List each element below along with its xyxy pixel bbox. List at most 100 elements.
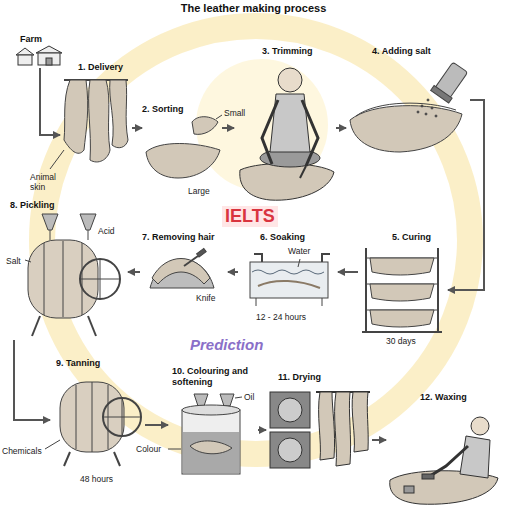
diagram-title: The leather making process [0,2,507,15]
process-step: 9. Tanning [50,358,145,470]
part-label: Knife [196,293,215,303]
tanning-drum [103,398,141,436]
salted-skins [431,61,470,103]
salted-skins [421,105,423,107]
hair-removal-beam [152,259,210,285]
salted-skins [350,61,469,152]
soaking-tank [254,254,262,262]
part-label: Large [188,186,210,196]
colouring-vat [168,449,181,450]
colouring-vat [183,432,239,473]
pickling-drum [80,259,120,299]
pickling-drum [44,243,45,315]
tanning-drum [45,382,141,466]
pickling-drum [25,214,120,336]
flow-arrow [128,271,140,273]
worker-waxing [430,446,468,476]
colouring-vat [220,394,234,406]
soaking-tank [256,298,257,306]
drying-machine [270,432,310,468]
salted-skins [435,115,437,117]
process-step: 10. Colouring and softening [168,366,258,480]
curing-rack [370,258,434,275]
flow-arrow [336,127,346,129]
colouring-vat [182,410,240,474]
flow-arrow [338,271,358,273]
step-label: 9. Tanning [56,358,100,369]
colouring-vat [190,441,232,454]
worker-waxing [471,417,489,435]
pickling-drum [63,241,64,317]
process-step: 12. Waxing [386,392,502,508]
part-label: Salt [6,256,21,266]
step-label: 6. Soaking [260,232,305,243]
worker-trimming [240,163,334,200]
flow-arrow [228,271,238,273]
worker-trimming [262,100,278,164]
tanning-drum [92,382,93,452]
part-label: Water [288,246,310,256]
pickling-drum [50,230,51,240]
soaking-tank [298,259,300,267]
sorted-skins [216,115,222,119]
process-step: 1. Delivery [60,62,132,170]
step-label: 2. Sorting [142,104,184,115]
step-label: 10. Colouring and softening [172,366,256,388]
pickling-drum [80,214,96,230]
hair-removal-beam [150,248,214,288]
worker-waxing [404,486,414,493]
pickling-drum [88,316,96,336]
salted-skins [356,103,456,116]
hair-removal-beam [150,260,214,289]
tanning-drum [114,452,120,466]
colouring-vat [182,405,240,415]
watermark-ring [42,26,470,454]
sorted-skins [192,117,218,135]
process-step: 11. Drying [266,372,372,484]
tanning-drum [45,440,60,449]
step-label: 11. Drying [278,372,321,383]
curing-rack [365,248,367,332]
hair-removal-beam [197,248,207,257]
step-label: 3. Trimming [262,46,313,57]
part-label: 30 days [386,336,416,346]
part-label: Acid [98,226,115,236]
salted-skins [417,111,419,113]
curing-rack [370,310,434,327]
farm-icon [46,58,52,65]
process-step: 5. Curing [358,232,448,350]
watermark: IELTS [222,206,278,227]
colouring-vat [194,394,208,406]
salted-skins [431,107,433,109]
curing-rack [370,284,434,301]
tanning-drum [64,452,70,466]
flow-arrow [222,127,234,129]
step-label: 5. Curing [392,232,431,243]
worker-trimming [302,100,318,166]
part-label: Chemicals [2,446,42,456]
pickling-drum [100,259,101,299]
flow-arrow [145,424,168,426]
step-label: 12. Waxing [420,392,467,403]
process-step: 2. Sorting [142,104,222,200]
part-label: Colour [136,444,161,454]
drying-machine [352,392,368,452]
colouring-vat [168,394,242,474]
flow-arrow [14,340,50,420]
hanging-skins [110,80,128,148]
part-label: 12 - 24 hours [256,312,306,322]
step-label: 4. Adding salt [372,46,431,57]
soaking-tank [250,254,330,306]
soaking-tank [258,281,320,288]
curing-rack [362,331,442,333]
hanging-skins [50,150,64,169]
farm-icon [38,53,60,65]
process-step: Farm [14,34,66,68]
farm-icon [18,55,32,65]
drying-machine [278,438,302,462]
tanning-drum [76,385,77,449]
soaking-tank [250,262,328,298]
farm-icon [16,48,34,55]
